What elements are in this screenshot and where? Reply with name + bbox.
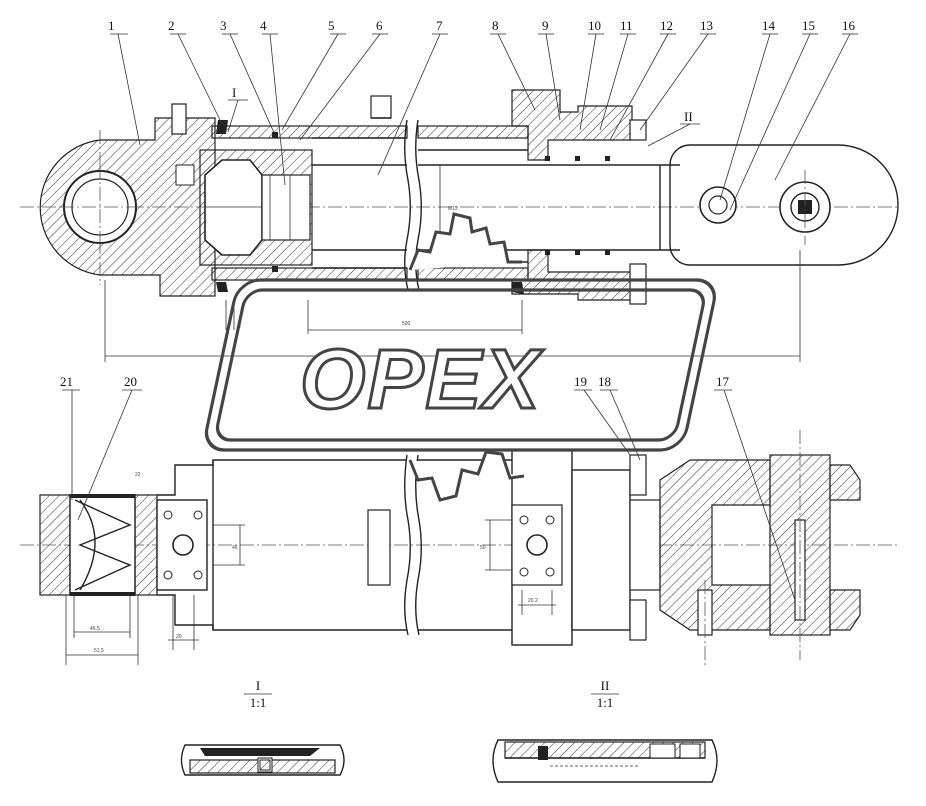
callout-14: 14 (762, 18, 776, 33)
bottom-view: 46.5 51.5 46 20 22 (20, 374, 900, 665)
hole-b-label: 50 (480, 545, 486, 551)
opex-watermark: OPEX (204, 212, 716, 502)
section-mark-2: II (684, 109, 693, 124)
stroke-label: 500 (402, 321, 411, 327)
callout-7: 7 (436, 18, 443, 33)
callout-6: 6 (376, 18, 383, 33)
callout-10: 10 (588, 18, 601, 33)
detail-1-scale: 1:1 (250, 695, 267, 710)
callout-8: 8 (492, 18, 499, 33)
callout-9: 9 (542, 18, 549, 33)
callout-12: 12 (660, 18, 673, 33)
piston-assembly (199, 120, 313, 292)
top-callouts: 1 2 3 4 5 6 7 8 9 10 11 12 13 14 15 16 I… (108, 18, 856, 124)
callout-13: 13 (700, 18, 713, 33)
detail-1-title: I (256, 678, 260, 693)
detail-view-2: II 1:1 (492, 678, 718, 783)
top-leaders (110, 33, 858, 211)
thread-b-label: 51.5 (94, 648, 104, 654)
bottom-callouts: 21 20 19 18 17 (60, 374, 730, 389)
callout-16: 16 (842, 18, 856, 33)
head-block-side: 50 20.2 (480, 449, 661, 646)
gland-head (511, 89, 647, 305)
bearing-eye-section: 46.5 51.5 (39, 494, 158, 665)
piston-rod (312, 164, 680, 251)
callout-4: 4 (260, 18, 267, 33)
port-a-label: 22 (135, 472, 141, 478)
section-mark-1: I (232, 85, 236, 100)
thread-a-label: 46.5 (90, 626, 100, 632)
cylinder-barrel (211, 95, 529, 291)
callout-11: 11 (620, 18, 633, 33)
callout-17: 17 (716, 374, 730, 389)
port-b-label: 20.2 (528, 598, 538, 604)
callout-21: 21 (60, 374, 73, 389)
callout-19: 19 (574, 374, 587, 389)
callout-5: 5 (328, 18, 335, 33)
rear-eye (669, 144, 899, 266)
callout-18: 18 (598, 374, 611, 389)
callout-15: 15 (802, 18, 815, 33)
callout-2: 2 (168, 18, 175, 33)
detail-2-scale: 1:1 (597, 695, 614, 710)
detail-view-1: I 1:1 (180, 678, 345, 776)
width-b-label: 20 (176, 634, 182, 640)
top-view: 4 500 M12 1 2 (20, 18, 900, 362)
callout-20: 20 (124, 374, 137, 389)
bottom-leaders (62, 389, 796, 601)
detail-2-title: II (601, 678, 610, 693)
bore-label: M12 (448, 206, 458, 212)
hole-a-label: 46 (232, 545, 238, 551)
watermark-text: OPEX (300, 332, 544, 426)
rod-end-eye (39, 103, 216, 297)
callout-1: 1 (108, 18, 115, 33)
body-side-view: 46 20 22 (135, 454, 512, 650)
callout-3: 3 (220, 18, 227, 33)
gear-icon (408, 212, 525, 502)
rear-clevis-section (659, 430, 861, 665)
